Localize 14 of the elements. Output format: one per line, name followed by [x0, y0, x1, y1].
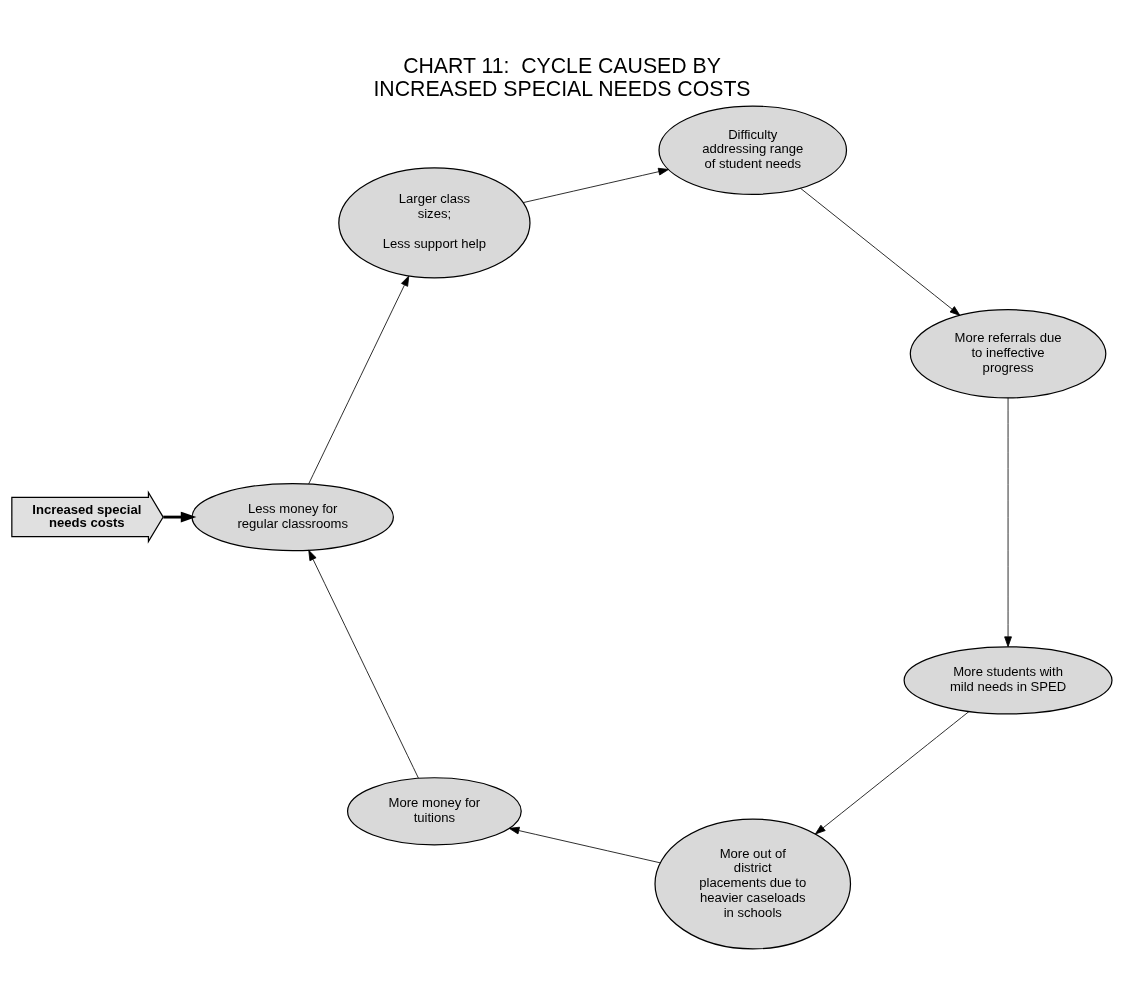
- node-ellipse: More out of district placements due to heavier caseloads in schools: [654, 817, 852, 949]
- node-ellipse: Larger class sizes; Less support help: [338, 166, 531, 279]
- arrow: [308, 275, 410, 484]
- arrow: [508, 826, 661, 863]
- arrow: [800, 187, 961, 316]
- node-ellipse: Less money for regular classrooms: [191, 482, 394, 551]
- arrow: [308, 549, 419, 778]
- diagram-title: CHART 11: CYCLE CAUSED BY INCREASED SPECIAL NEEDS COSTS: [373, 53, 751, 101]
- arrow: [522, 167, 669, 203]
- arrow: [1004, 396, 1012, 647]
- arrow: [815, 710, 970, 834]
- node-ellipse: More students with mild needs in SPED: [903, 645, 1113, 715]
- arrow: [163, 511, 197, 523]
- node-ellipse: More referrals due to ineffective progress: [909, 308, 1107, 399]
